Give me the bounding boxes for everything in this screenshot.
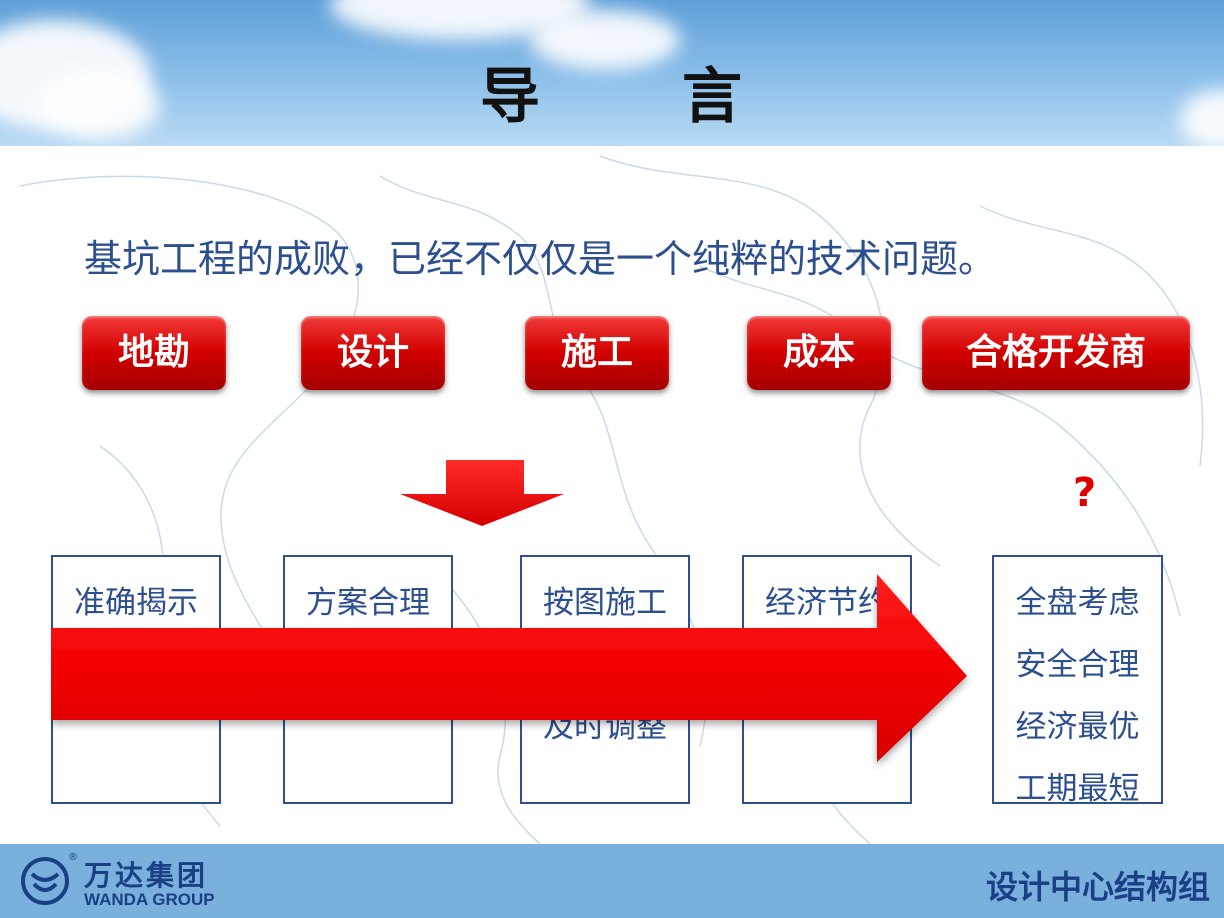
cloud-decoration [530,10,680,70]
box-line: 准确揭示 [74,585,198,621]
tag-qualified-developer: 合格开发商 [922,316,1190,390]
title-char-2: 言 [682,62,744,132]
question-mark: ? [1073,470,1097,516]
box-line: 经济最优 [1015,709,1140,745]
footer-bar: ® 万达集团 WANDA GROUP 设计中心结构组 [0,844,1224,918]
box-line: 经济节约 [765,585,889,621]
wanda-logo-icon [21,857,69,905]
tag-construction: 施工 [525,316,669,390]
box-line: 安全合理 [1015,647,1140,683]
logo-chinese-name: 万达集团 [84,859,209,892]
registered-mark: ® [68,852,78,863]
right-arrow-icon [51,574,967,762]
box-line: 方案合理 [306,585,430,621]
tag-cost: 成本 [747,316,891,390]
box-line: 全盘考虑 [1015,585,1140,621]
department-label: 设计中心结构组 [985,868,1210,906]
box-line: 工期最短 [1015,771,1140,807]
logo-english-name: WANDA GROUP [84,890,215,909]
page-title: 导言 [0,48,1224,135]
down-arrow-icon [400,460,564,526]
tag-survey: 地勘 [82,316,226,390]
box-overall-consideration: 全盘考虑 安全合理 经济最优 工期最短 [992,555,1163,807]
tag-design: 设计 [301,316,445,390]
title-char-1: 导 [480,62,542,132]
box-line: 按图施工 [543,585,667,621]
intro-text: 基坑工程的成败，已经不仅仅是一个纯粹的技术问题。 [84,237,997,281]
cloud-decoration [40,70,160,140]
header-banner: 导言 [0,0,1224,146]
